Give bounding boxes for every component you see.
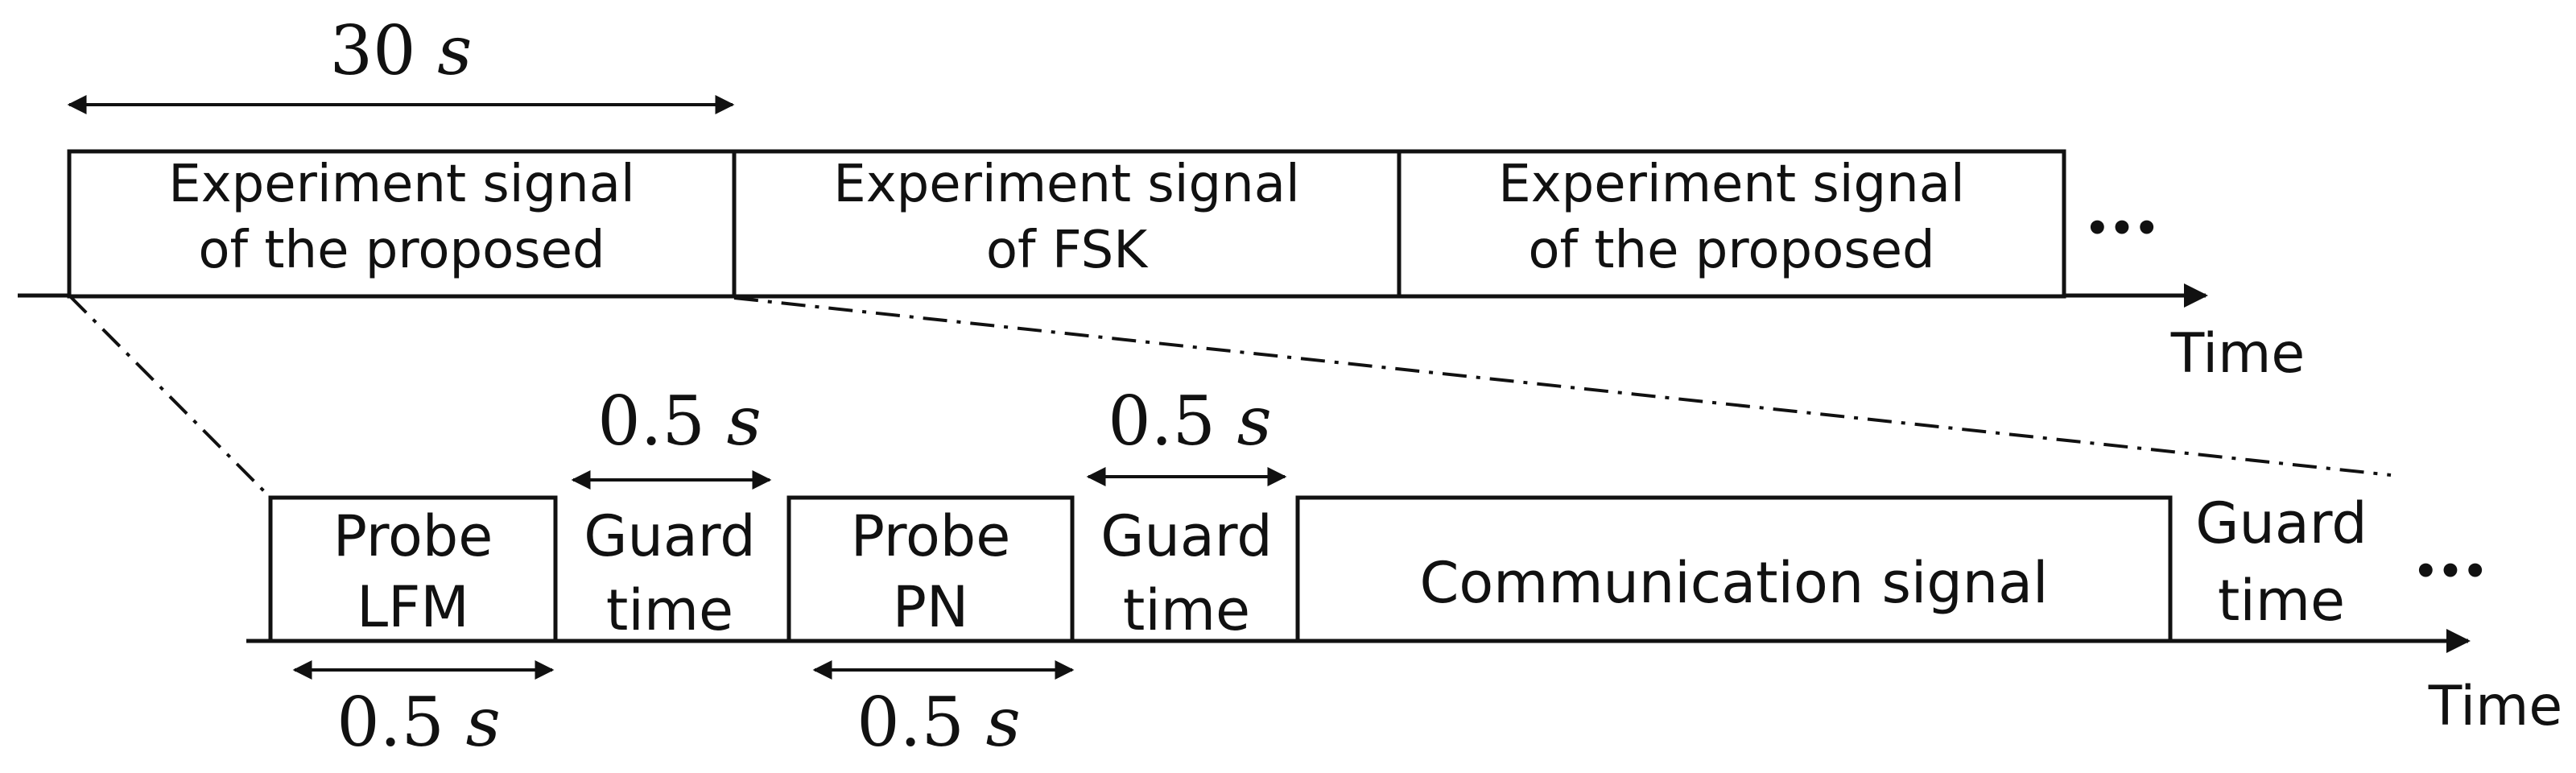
guard-time-3-line1: Guard: [2195, 490, 2368, 556]
probe-lfm-line1: Probe: [333, 503, 493, 569]
probe-pn-line1: Probe: [851, 503, 1011, 569]
communication-signal-box: [1295, 495, 2173, 643]
guard-time-3-line2: time: [2218, 568, 2345, 634]
probe-lfm: Probe LFM: [268, 495, 558, 643]
guard-time-1: Guard time: [584, 503, 756, 643]
top-segment-2-line1: Experiment signal: [833, 155, 1299, 214]
top-segment-1: Experiment signal of the proposed: [67, 149, 737, 299]
top-segment-3-line2: of the proposed: [1528, 221, 1934, 280]
top-segment-1-box: [67, 149, 737, 299]
guard-time-2-line2: time: [1123, 577, 1250, 643]
top-ellipsis: •••: [2085, 206, 2159, 251]
probe-pn-box: [786, 495, 1075, 643]
probe-pn: Probe PN: [786, 495, 1075, 643]
top-segment-2-line2: of FSK: [986, 221, 1149, 280]
communication-signal: Communication signal: [1295, 495, 2173, 643]
probe-lfm-line2: LFM: [357, 574, 469, 640]
probe-pn-duration-label: 0.5 s: [857, 683, 1020, 762]
top-segment-2-box: [732, 149, 1402, 299]
guard-time-1-line1: Guard: [584, 503, 756, 569]
probe-lfm-duration-label: 0.5 s: [336, 683, 500, 762]
top-segment-1-line1: Experiment signal: [168, 155, 634, 214]
guard-2-duration: 0.5 s: [1086, 382, 1287, 486]
top-segment-3-line1: Experiment signal: [1498, 155, 1964, 214]
top-segment-3: Experiment signal of the proposed: [1397, 149, 2066, 299]
top-duration-label: 30 s: [330, 11, 473, 90]
zoom-line-left: [68, 294, 267, 494]
probe-lfm-box: [268, 495, 558, 643]
top-segment-3-box: [1397, 149, 2066, 299]
guard-2-duration-label: 0.5 s: [1108, 382, 1271, 461]
top-segment-1-line2: of the proposed: [198, 221, 605, 280]
guard-1-duration-label: 0.5 s: [597, 382, 761, 461]
probe-lfm-duration: 0.5 s: [292, 660, 555, 762]
top-duration: 30 s: [67, 11, 735, 114]
bottom-ellipsis: •••: [2413, 549, 2487, 594]
guard-time-1-line2: time: [606, 577, 733, 643]
guard-1-duration: 0.5 s: [571, 382, 772, 490]
guard-time-2-line1: Guard: [1100, 503, 1273, 569]
top-time-label: Time: [2170, 322, 2305, 386]
bottom-time-label: Time: [2428, 675, 2562, 738]
guard-time-3: Guard time: [2195, 490, 2368, 634]
probe-pn-duration: 0.5 s: [812, 660, 1075, 762]
communication-signal-label: Communication signal: [1419, 550, 2048, 616]
top-segment-2: Experiment signal of FSK: [732, 149, 1402, 299]
probe-pn-line2: PN: [893, 574, 969, 640]
guard-time-2: Guard time: [1100, 503, 1273, 643]
zoom-line-right: [733, 296, 2392, 477]
